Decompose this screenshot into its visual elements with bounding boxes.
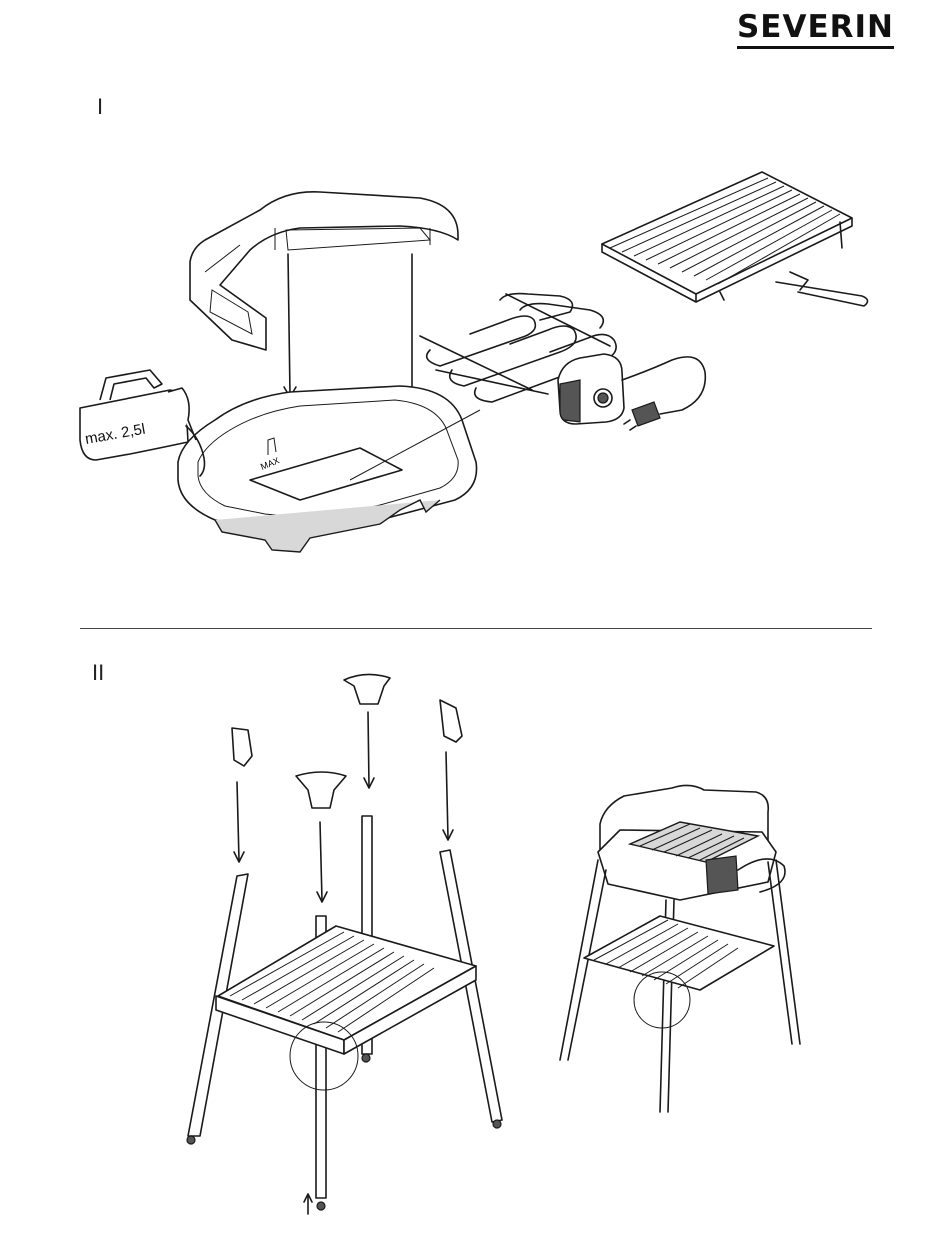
assembled-grill-illustration xyxy=(560,785,800,1112)
thermostat-plug-icon xyxy=(558,354,705,430)
grill-frame-illustration xyxy=(190,192,458,405)
drip-tray-illustration: MAX xyxy=(178,386,480,552)
section-label-ii: II xyxy=(92,660,104,686)
grill-grate-illustration xyxy=(602,172,852,302)
section-i-illustration: MAX max. 2,5l xyxy=(0,0,950,620)
grate-lifter-icon xyxy=(776,272,868,306)
section-divider xyxy=(80,628,872,629)
stand-assembly-illustration xyxy=(187,674,502,1214)
